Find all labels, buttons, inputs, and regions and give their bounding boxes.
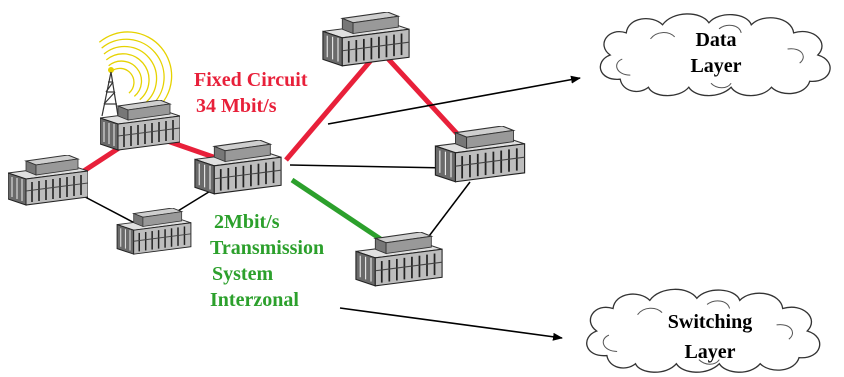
exchange-building-icon xyxy=(8,155,88,206)
transmission-label-line3: System xyxy=(212,263,273,285)
exchange-building-icon xyxy=(116,208,192,255)
exchange-building-icon xyxy=(100,100,180,151)
transmission-label-line2: Transmission xyxy=(210,237,324,259)
data-layer-label-line1: Data xyxy=(695,29,736,51)
link-center-to-right xyxy=(289,164,451,169)
switching-layer-cloud: Switching Layer xyxy=(586,288,821,373)
fixed-circuit-link-3 xyxy=(284,50,380,162)
arrow-to-data-layer xyxy=(327,75,581,125)
exchange-building-icon xyxy=(354,232,444,287)
exchange-building-icon xyxy=(193,140,283,195)
transmission-label-line1: 2Mbit/s xyxy=(214,211,280,233)
arrow-to-switching-layer xyxy=(339,307,563,341)
transmission-label-line4: Interzonal xyxy=(210,289,299,311)
radio-tower-icon xyxy=(98,31,173,117)
data-layer-cloud: Data Layer xyxy=(599,13,831,97)
fixed-circuit-label-line2: 34 Mbit/s xyxy=(196,95,277,117)
switching-layer-label-line1: Switching xyxy=(668,311,752,333)
transmission-link xyxy=(290,177,390,247)
switching-layer-label-line2: Layer xyxy=(684,341,735,363)
exchange-building-icon xyxy=(321,12,411,67)
fixed-circuit-label-line1: Fixed Circuit xyxy=(194,69,308,91)
data-layer-label-line2: Layer xyxy=(690,55,741,77)
exchange-building-icon xyxy=(434,126,526,183)
